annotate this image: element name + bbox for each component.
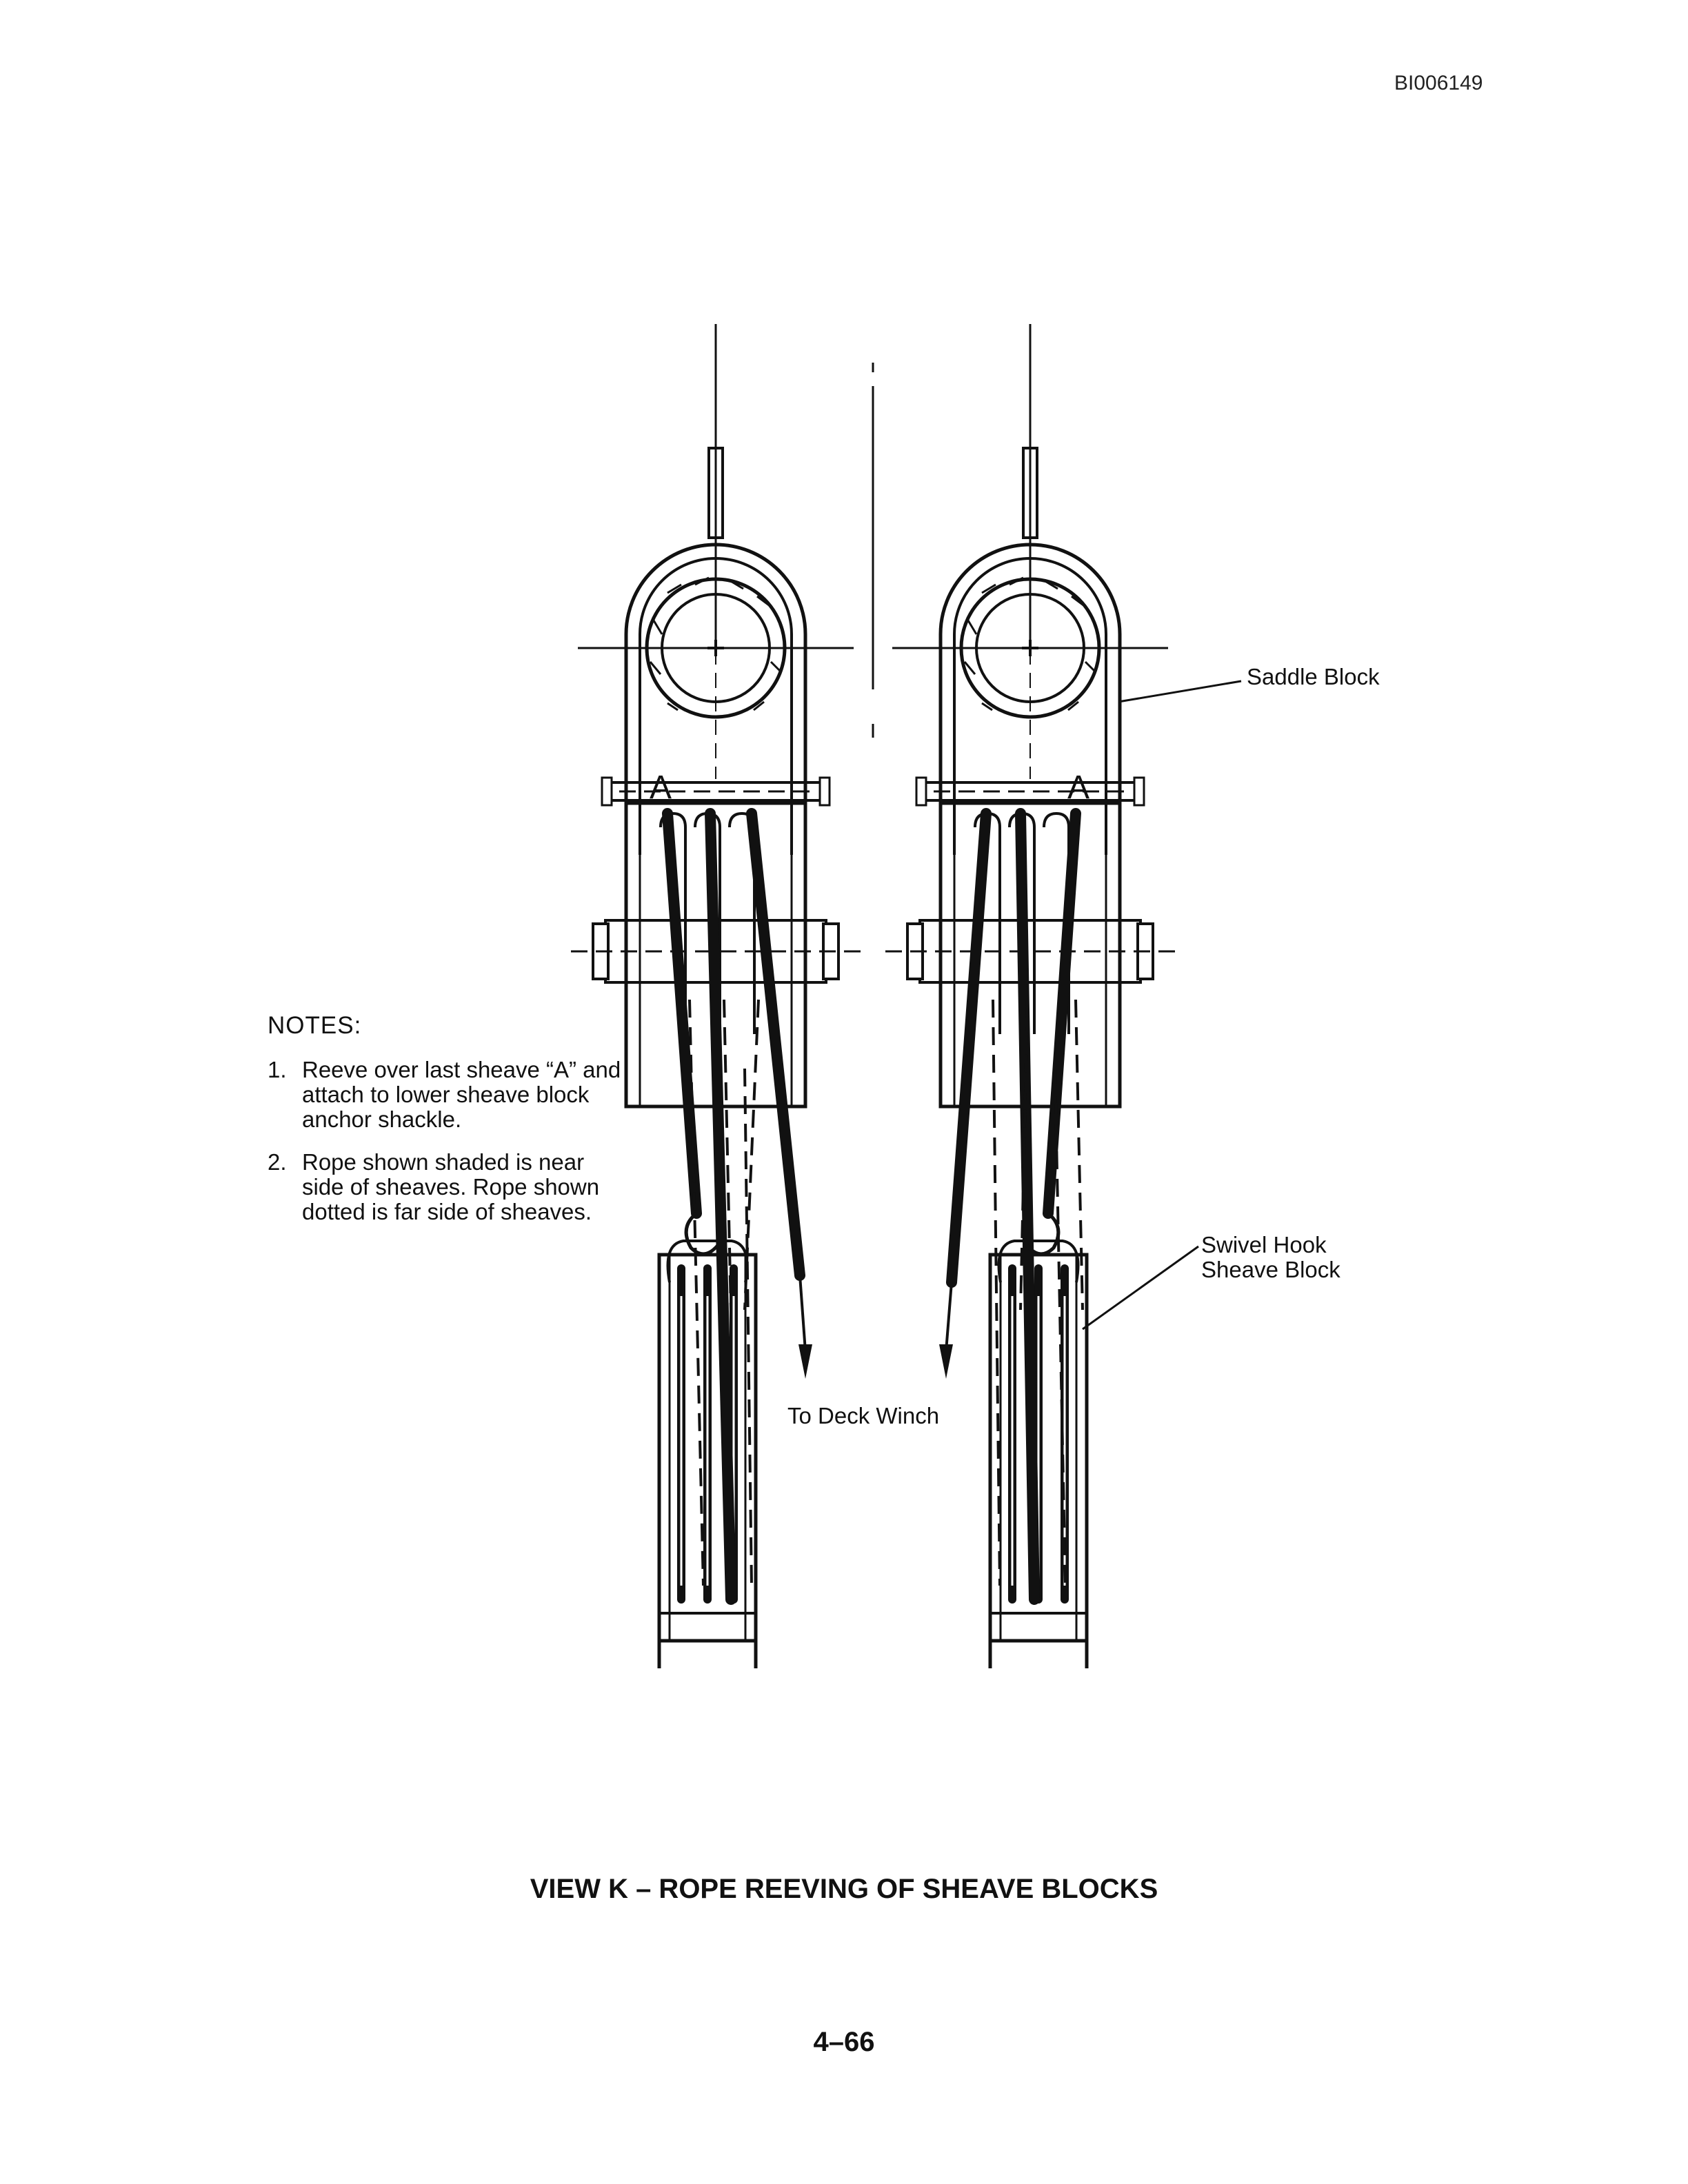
deck-winch-label: To Deck Winch bbox=[787, 1403, 940, 1428]
saddle-block-label: Saddle Block bbox=[1247, 664, 1380, 689]
note-number: 2. bbox=[268, 1149, 287, 1175]
swivel-hook-sheave-block-label: Swivel Hook Sheave Block bbox=[1201, 1233, 1380, 1282]
note-text: Rope shown shaded is near side of sheave… bbox=[302, 1149, 600, 1224]
note-text: Reeve over last sheave “A” and attach to… bbox=[302, 1057, 621, 1132]
note-item: 1. Reeve over last sheave “A” and attach… bbox=[268, 1058, 626, 1132]
note-number: 1. bbox=[268, 1057, 287, 1082]
sheave-marker-left: A bbox=[650, 769, 672, 806]
page-number: 4–66 bbox=[813, 2027, 875, 2057]
notes-heading: NOTES: bbox=[268, 1012, 362, 1039]
swivel-hook-label-line1: Swivel Hook bbox=[1201, 1232, 1327, 1257]
swivel-hook-label-line2: Sheave Block bbox=[1201, 1257, 1340, 1282]
figure-caption: VIEW K – ROPE REEVING OF SHEAVE BLOCKS bbox=[530, 1874, 1158, 1904]
sheave-marker-right: A bbox=[1067, 769, 1089, 806]
note-item: 2. Rope shown shaded is near side of she… bbox=[268, 1150, 626, 1224]
notes-block: NOTES: 1. Reeve over last sheave “A” and… bbox=[268, 1013, 626, 1242]
document-id: BI006149 bbox=[1394, 72, 1483, 94]
